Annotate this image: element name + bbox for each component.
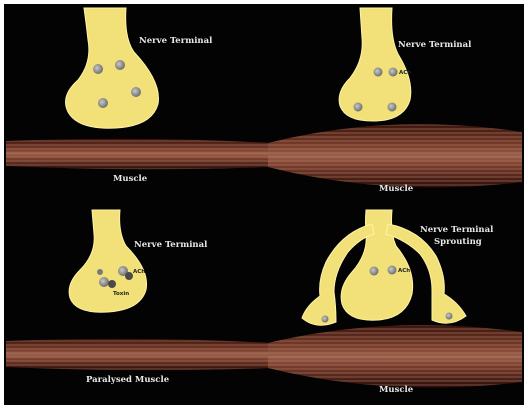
vesicle (97, 269, 103, 275)
ach-label: ACh (399, 70, 411, 76)
toxin-blob (125, 272, 133, 280)
vesicle (131, 87, 141, 97)
muscle-label: Muscle (379, 184, 414, 194)
vesicle (446, 313, 453, 320)
terminal-label: Nerve Terminal (139, 36, 213, 46)
terminal-label: Nerve Terminal (134, 240, 208, 250)
muscle-label: Paralysed Muscle (86, 375, 170, 385)
toxin-blob (108, 280, 116, 288)
ach-label: ACh (133, 269, 145, 275)
vesicle (93, 64, 103, 74)
vesicle (322, 316, 329, 323)
vesicle (389, 68, 398, 77)
toxin-label: Toxin (113, 291, 129, 297)
vesicle (374, 68, 383, 77)
vesicle (354, 103, 363, 112)
vesicle (99, 277, 109, 287)
vesicle (115, 60, 125, 70)
ach-label: ACh (398, 268, 410, 274)
muscle-label: Muscle (379, 385, 414, 395)
terminal-label: Nerve Terminal (398, 40, 472, 50)
vesicle (388, 266, 397, 275)
vesicle (98, 98, 108, 108)
vesicle (370, 267, 379, 276)
terminal-label-line1: Nerve Terminal (420, 225, 494, 235)
terminal-label-line2: Sprouting (434, 237, 482, 247)
vesicle (388, 103, 397, 112)
muscle-label: Muscle (113, 174, 148, 184)
